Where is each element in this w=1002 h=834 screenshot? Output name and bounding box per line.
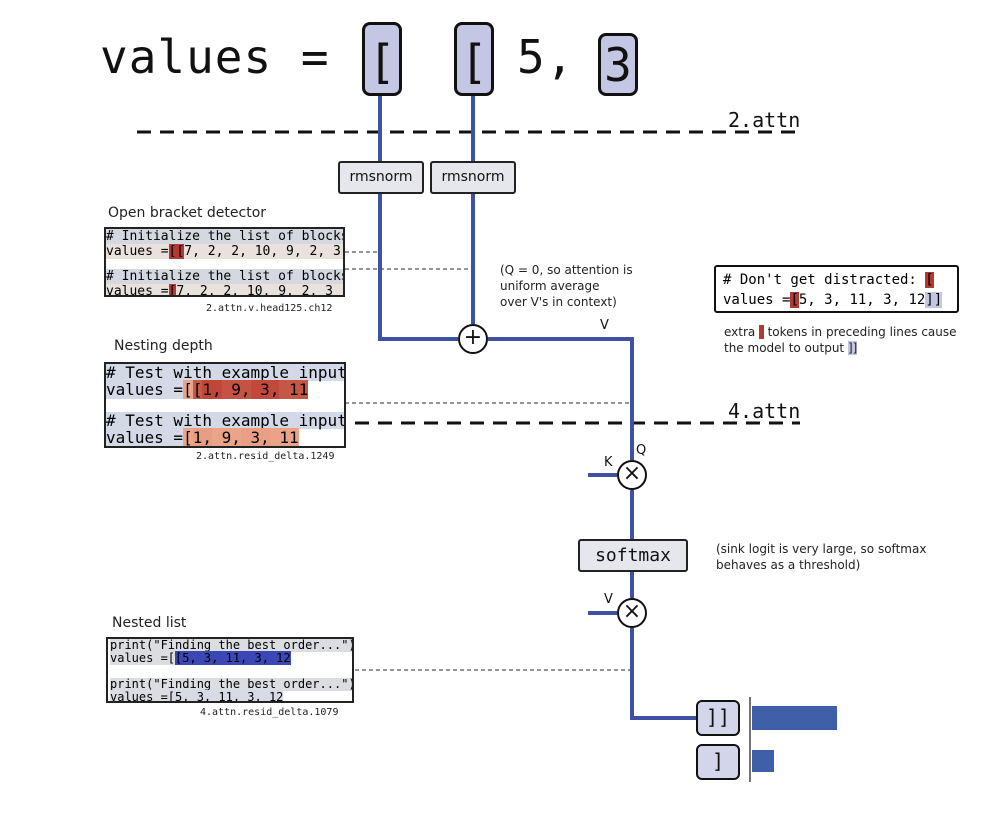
open-bracket-panel: # Initialize the list of blocks values =… xyxy=(104,227,345,297)
code-token: 9, xyxy=(221,380,251,399)
layer-2-label: 2.attn xyxy=(728,108,801,132)
distracted-caption: extra [ tokens in preceding lines cause … xyxy=(724,324,957,356)
note-line: extra [ tokens in preceding lines cause xyxy=(724,324,957,340)
code-token: 11 xyxy=(269,428,299,447)
multiply-qk-icon: × xyxy=(617,460,647,490)
code-comment: # Test with example input xyxy=(106,411,346,430)
note-token: ]] xyxy=(847,341,858,355)
code-comment: # Test with example input xyxy=(106,363,346,382)
code-highlight: [[ xyxy=(168,244,185,259)
code-prefix: values =[ xyxy=(110,651,176,665)
note-line: behaves as a threshold) xyxy=(716,558,861,572)
header-prefix: values = xyxy=(100,30,330,84)
code-token: 1, xyxy=(192,428,212,447)
distracted-line-2: values =[5, 3, 11, 3, 12]] xyxy=(723,290,957,310)
layer-4-label: 4.attn xyxy=(728,399,801,423)
code-prefix: values = xyxy=(106,380,184,399)
note-line: uniform average xyxy=(500,279,600,293)
nested-list-caption: 4.attn.resid_delta.1079 xyxy=(200,707,339,718)
note-line: (sink logit is very large, so softmax xyxy=(716,542,927,556)
code-token: [ xyxy=(183,428,193,447)
header-token-open-bracket-2[interactable]: [ xyxy=(454,22,494,96)
note-text: tokens in preceding lines cause xyxy=(763,325,957,339)
header-token-three[interactable]: 3 xyxy=(598,33,638,96)
code-rest: [5, 3, 11, 3, 12 xyxy=(167,690,284,703)
code-values-line: values =[[1, 9, 3, 11 xyxy=(106,380,344,399)
code-values-line: values =[7, 2, 2, 10, 9, 2, 3 xyxy=(106,284,343,297)
token-text: [ xyxy=(368,35,396,89)
code-prefix: values = xyxy=(106,428,184,447)
code-text: # Don't get distracted: xyxy=(723,272,926,288)
code-highlight: [ xyxy=(925,272,934,288)
rmsnorm-node-2[interactable]: rmsnorm xyxy=(430,161,516,194)
code-rest: 5, 3, 11, 3, 12 xyxy=(798,292,926,308)
nested-list-title: Nested list xyxy=(112,615,187,631)
k-label: K xyxy=(604,455,613,470)
code-prefix: values = xyxy=(110,690,168,703)
code-values-line: values =[[5, 3, 11, 3, 12 xyxy=(110,651,352,665)
v-label-top: V xyxy=(600,318,609,333)
output-bar-single-close xyxy=(752,750,774,772)
nesting-depth-caption: 2.attn.resid_delta.1249 xyxy=(196,451,335,462)
header-token-open-bracket-1[interactable]: [ xyxy=(362,22,402,96)
code-rest: 7, 2, 2, 10, 9, 2, 3 xyxy=(176,284,333,297)
wire-rmsnorm1-to-add xyxy=(378,193,458,341)
softmax-node[interactable]: softmax xyxy=(578,539,688,572)
distracted-example-panel: # Don't get distracted: [ values =[5, 3,… xyxy=(714,265,959,313)
nesting-depth-panel: # Test with example input values =[[1, 9… xyxy=(104,362,346,448)
token-text: 3 xyxy=(604,38,632,92)
code-prefix: values = xyxy=(723,292,791,308)
code-prefix: values = xyxy=(106,244,169,259)
code-values-line: values =[5, 3, 11, 3, 12 xyxy=(110,690,352,703)
code-token: [ xyxy=(183,380,193,399)
code-prefix: values = xyxy=(106,284,169,297)
code-comment: # Initialize the list of blocks xyxy=(106,269,345,284)
wire-add-to-v xyxy=(488,337,634,460)
code-highlight-end: ]] xyxy=(925,292,943,308)
note-line: over V's in context) xyxy=(500,295,617,309)
nesting-depth-title: Nesting depth xyxy=(114,338,213,354)
output-bar-double-close xyxy=(752,706,837,730)
code-token: [ xyxy=(192,380,203,399)
code-token: 1, xyxy=(202,380,222,399)
distracted-line-1: # Don't get distracted: [ xyxy=(723,270,957,290)
code-values-line: values =[1, 9, 3, 11 xyxy=(106,428,344,447)
note-text: the model to output xyxy=(724,341,848,355)
code-highlight: [ xyxy=(790,292,799,308)
code-comment: print("Finding the best order...") xyxy=(110,677,354,691)
add-node-icon: + xyxy=(458,324,488,354)
q-label: Q xyxy=(636,443,647,458)
code-highlight: [5, 3, 11, 3, 12 xyxy=(175,651,291,665)
note-line: (Q = 0, so attention is xyxy=(500,263,633,277)
wire-mulv-to-output xyxy=(630,628,697,720)
multiply-v-icon: × xyxy=(617,598,647,628)
token-text: [ xyxy=(460,35,488,89)
code-values-line: values =[[7, 2, 2, 10, 9, 2, 3 xyxy=(106,244,343,259)
q-zero-note: (Q = 0, so attention is uniform average … xyxy=(500,262,633,310)
open-bracket-title: Open bracket detector xyxy=(108,205,267,221)
rmsnorm-node-1[interactable]: rmsnorm xyxy=(338,161,424,194)
sink-note: (sink logit is very large, so softmax be… xyxy=(716,541,926,573)
v-label-bottom: V xyxy=(604,592,613,607)
code-token: 3, xyxy=(240,428,270,447)
code-token: 3, xyxy=(250,380,280,399)
output-token-single-close[interactable]: ] xyxy=(696,744,740,780)
code-token: 9, xyxy=(211,428,241,447)
code-rest: 7, 2, 2, 10, 9, 2, 3 xyxy=(184,244,341,259)
open-bracket-caption: 2.attn.v.head125.ch12 xyxy=(206,303,333,314)
code-highlight: [ xyxy=(168,284,177,297)
code-comment: # Initialize the list of blocks xyxy=(106,229,345,244)
note-token: [ xyxy=(759,325,764,339)
nested-list-panel: print("Finding the best order...") value… xyxy=(106,637,354,703)
code-comment: print("Finding the best order...") xyxy=(110,638,354,652)
output-token-double-close[interactable]: ]] xyxy=(696,700,740,736)
header-token-five: 5, xyxy=(517,30,575,84)
note-line: the model to output ]] xyxy=(724,340,957,356)
code-token: 11 xyxy=(279,380,309,399)
note-text: extra xyxy=(724,325,760,339)
